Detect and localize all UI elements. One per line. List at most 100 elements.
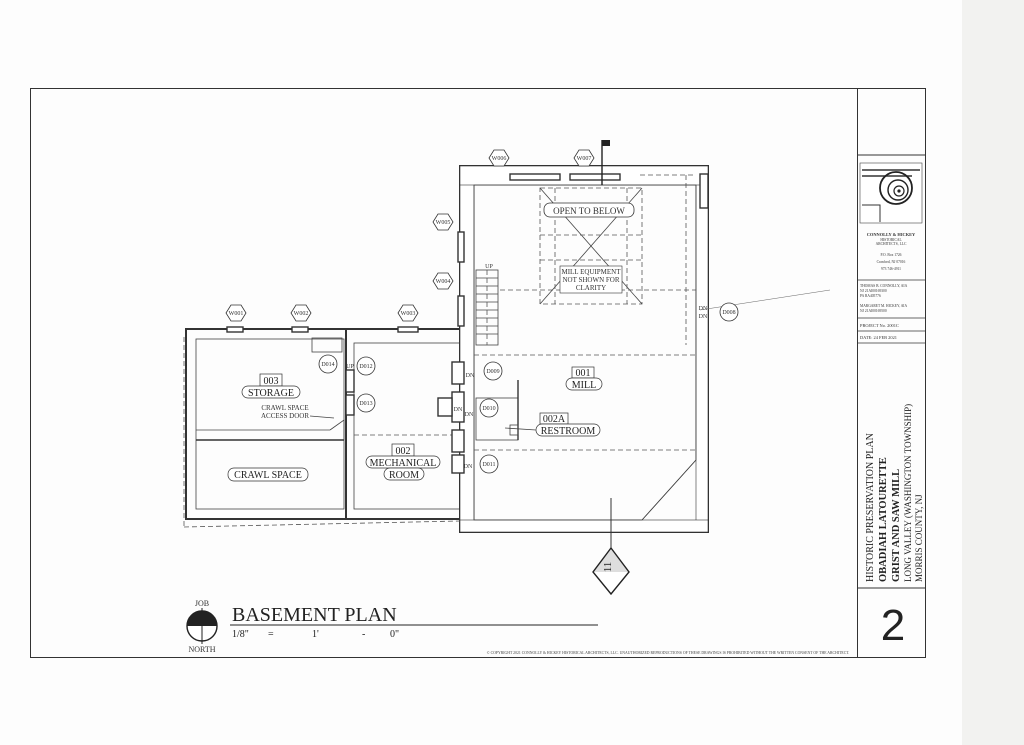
window-tag-w003: W003	[397, 304, 419, 322]
architect1-lic-nj: NJ 21AI00169300	[860, 289, 887, 293]
dn-label-west: DN	[454, 407, 463, 413]
room-restroom: 002A RESTROOM	[504, 412, 601, 437]
project-title-line4: LONG VALLEY (WASHINGTON TOWNSHIP)	[903, 404, 913, 582]
drawing-sheet	[0, 0, 962, 745]
address-2: Cranford, NJ 07016	[877, 260, 906, 265]
firm-sub-1: HISTORICAL	[880, 238, 901, 242]
svg-text:W005: W005	[436, 220, 451, 226]
window-tag-w004: W004	[432, 272, 454, 290]
dn-label-d010: DN	[465, 412, 474, 418]
storage-up-label: UP	[346, 364, 354, 370]
svg-text:D012: D012	[359, 364, 372, 370]
svg-text:D008: D008	[722, 310, 735, 316]
sheet-number: 2	[881, 601, 905, 650]
scale-part-2: =	[268, 629, 274, 640]
copyright-notice: © COPYRIGHT 2021 CONNOLLY & HICKEY HISTO…	[487, 650, 850, 656]
svg-text:CRAWL SPACE: CRAWL SPACE	[234, 470, 302, 481]
svg-text:D014: D014	[321, 362, 334, 368]
dn-label-d009: DN	[466, 373, 475, 379]
project-number: PROJECT No. 2001C	[860, 323, 899, 328]
window-tag-w006: W006	[488, 149, 510, 167]
svg-text:W003: W003	[401, 311, 416, 317]
firm-sub-2: ARCHITECTS, LLC	[876, 242, 907, 247]
scale-part-1: 1/8"	[232, 629, 249, 640]
architect2-lic-nj: NJ 21AI00169500	[860, 309, 887, 313]
dn-label-d011: DN	[464, 464, 473, 470]
open-to-below-label: OPEN TO BELOW	[553, 206, 625, 216]
drawing-border	[30, 88, 926, 658]
window-tag-w005: W005	[432, 213, 454, 231]
equipment-note-line3: CLARITY	[576, 284, 606, 292]
architect1-name: THOMAS B. CONNOLLY, AIA	[860, 284, 908, 289]
crawl-access-note-line2: ACCESS DOOR	[261, 412, 309, 420]
svg-text:D013: D013	[359, 401, 372, 407]
firm-logo-icon	[859, 162, 923, 224]
address-3: 973 746-4911	[881, 267, 901, 271]
dn-label-d008b: DN	[699, 314, 708, 320]
open-to-below-area: OPEN TO BELOW MILL EQUIPMENT NOT SHOWN F…	[539, 187, 643, 305]
door-tag-d010: D010	[479, 398, 499, 418]
door-tag-d013: D013	[356, 393, 376, 413]
equipment-note-line1: MILL EQUIPMENT	[561, 268, 621, 276]
section-marker: 11	[592, 546, 630, 596]
svg-text:ROOM: ROOM	[389, 470, 419, 481]
firm-name: CONNOLLY & HICKEY	[867, 232, 916, 237]
svg-text:MECHANICAL: MECHANICAL	[370, 458, 437, 469]
equipment-note-line2: NOT SHOWN FOR	[562, 276, 619, 284]
svg-text:11: 11	[602, 562, 614, 573]
dn-label-d008a: DN	[699, 306, 708, 312]
window-tag-w001: W001	[225, 304, 247, 322]
scale-part-3: 1'	[312, 629, 319, 640]
crawl-access-note-line1: CRAWL SPACE	[261, 404, 308, 412]
address-1: P.O. Box 1726	[881, 253, 902, 257]
svg-text:STORAGE: STORAGE	[248, 388, 294, 399]
scanner-background	[962, 0, 1024, 745]
svg-text:002: 002	[396, 446, 411, 457]
level-change-labels: UP UP DN DN DN DN DN DN	[346, 264, 708, 470]
svg-text:NORTH: NORTH	[188, 645, 215, 654]
svg-text:W001: W001	[229, 311, 244, 317]
room-storage: 003 STORAGE CRAWL SPACE ACCESS DOOR	[241, 373, 335, 420]
room-mechanical: 002 MECHANICAL ROOM	[365, 443, 441, 481]
architect2-name: MARGARET M. HICKEY, AIA	[860, 304, 907, 309]
door-tag-d014: D014	[318, 354, 338, 374]
exterior-walls	[183, 140, 831, 548]
door-tag-d012: D012	[356, 356, 376, 376]
svg-text:001: 001	[576, 368, 591, 379]
svg-text:W007: W007	[577, 156, 592, 162]
svg-text:W006: W006	[492, 156, 507, 162]
room-mill: 001 MILL	[565, 366, 603, 391]
sheet-date: DATE: 24 FEB 2021	[860, 335, 897, 340]
door-tag-d009: D009	[483, 361, 503, 381]
svg-text:D009: D009	[486, 369, 499, 375]
project-title-line2: OBADIAH LATOURETTE	[878, 457, 889, 582]
plan-title-text: BASEMENT PLAN	[232, 604, 397, 626]
stair	[475, 269, 499, 346]
svg-text:002A: 002A	[543, 414, 566, 425]
title-block-content: CONNOLLY & HICKEY HISTORICAL ARCHITECTS,…	[857, 154, 926, 650]
scale-part-5: 0"	[390, 629, 399, 640]
project-title-line3: GRIST AND SAW MILL	[891, 469, 902, 582]
door-tag-d008: D008	[719, 302, 739, 322]
architect1-lic-pa: PA RA405776	[860, 294, 881, 298]
svg-text:W004: W004	[436, 279, 451, 285]
project-title-line5: MORRIS COUNTY, NJ	[914, 494, 924, 582]
title-block	[857, 88, 926, 658]
svg-text:W002: W002	[294, 311, 309, 317]
scale-part-4: -	[362, 629, 365, 640]
project-title-line1: HISTORIC PRESERVATION PLAN	[865, 433, 876, 582]
svg-text:JOB: JOB	[195, 599, 209, 608]
stair-up-label: UP	[485, 264, 493, 270]
window-tag-w007: W007	[573, 149, 595, 167]
room-crawl-space: CRAWL SPACE	[227, 467, 309, 482]
svg-text:RESTROOM: RESTROOM	[541, 426, 596, 437]
window-tag-w002: W002	[290, 304, 312, 322]
svg-text:D011: D011	[482, 462, 495, 468]
door-tag-d011: D011	[479, 454, 499, 474]
plan-title: BASEMENT PLAN 1/8" = 1' - 0"	[230, 604, 598, 640]
svg-text:003: 003	[264, 376, 279, 387]
north-arrow: JOB NORTH	[186, 599, 218, 654]
svg-text:D010: D010	[482, 406, 495, 412]
svg-text:MILL: MILL	[572, 380, 596, 391]
